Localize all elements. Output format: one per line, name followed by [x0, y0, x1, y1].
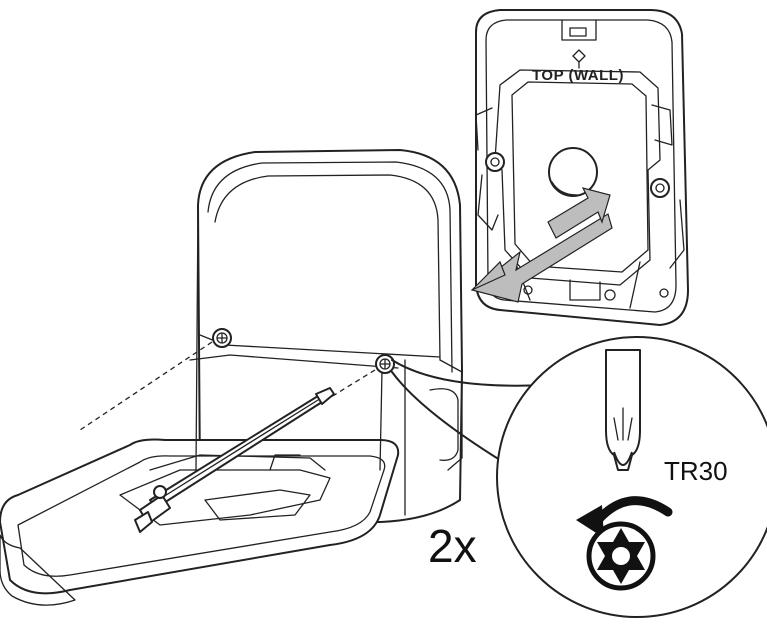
torx-bit-icon [605, 349, 641, 471]
detail-callout: TR30 [391, 336, 767, 618]
torx-head-icon [586, 521, 656, 591]
screw-right-icon [375, 354, 395, 374]
open-housing [0, 149, 463, 606]
torx-screwdriver-icon [134, 387, 335, 533]
double-arrow-icon [470, 187, 613, 303]
mount-top-label: TOP (WALL) [532, 67, 624, 84]
screw-count-label: 2x [428, 520, 477, 572]
bit-type-label: TR30 [664, 456, 728, 486]
up-arrow-icon [572, 49, 586, 69]
screw-left-icon [212, 328, 232, 348]
wall-mount-plate: TOP (WALL) [475, 9, 689, 326]
rotate-ccw-icon [576, 496, 673, 538]
